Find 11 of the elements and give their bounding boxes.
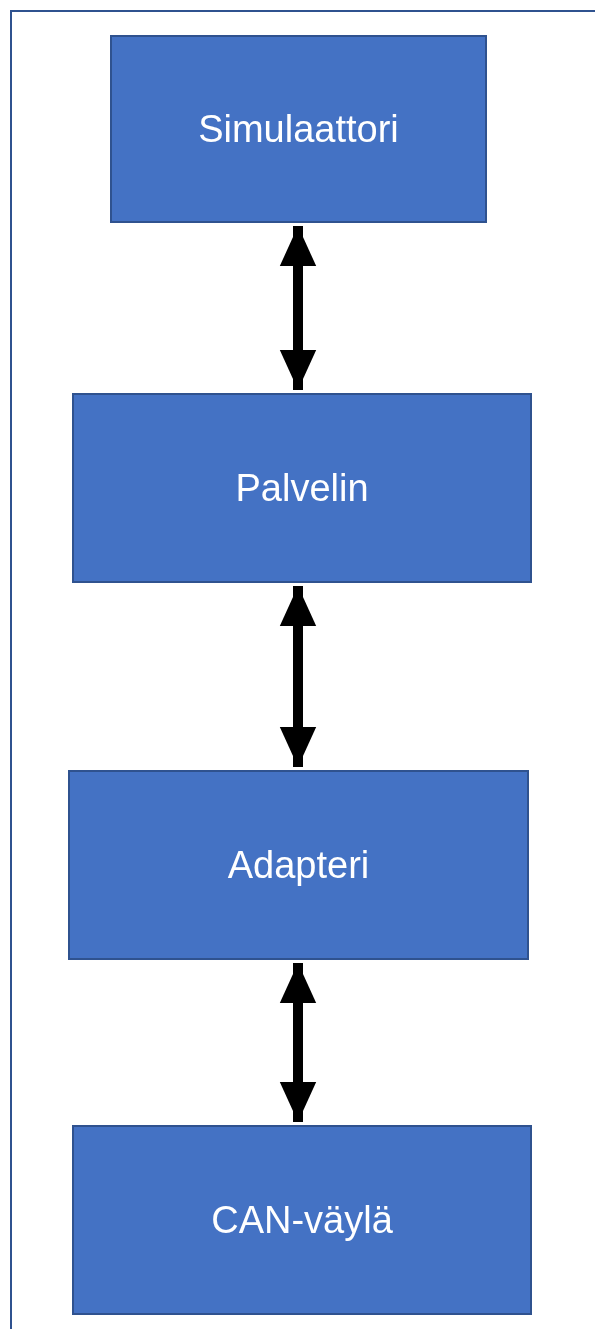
box-label: CAN-väylä xyxy=(211,1198,393,1242)
process-box xyxy=(68,770,529,960)
process-box xyxy=(72,393,532,583)
double-arrow xyxy=(279,226,317,390)
box-label: Adapteri xyxy=(227,843,370,887)
double-arrow xyxy=(279,963,317,1122)
double-arrow xyxy=(279,586,317,767)
box-label: Simulaattori xyxy=(198,107,399,151)
box-label: Palvelin xyxy=(235,466,369,510)
process-box xyxy=(110,35,487,223)
process-box xyxy=(72,1125,532,1315)
